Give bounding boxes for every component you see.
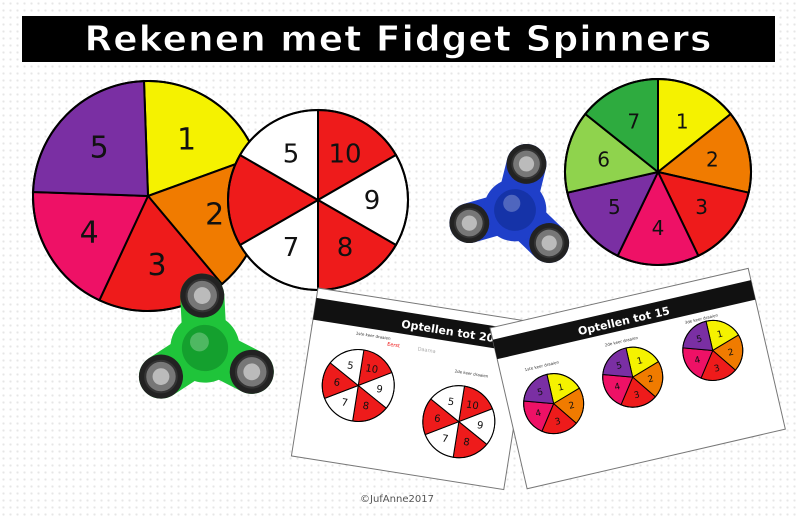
mini-wheel-ten-number: 7 [340, 397, 348, 409]
sheet-20-subtitle-a: Eerst [387, 342, 401, 350]
blue-fidget-spinner-icon [449, 143, 570, 263]
mini-wheel-five-number: 4 [694, 355, 702, 366]
mini-wheel-five-number: 5 [615, 361, 623, 372]
mini-wheel-five-number: 3 [633, 390, 641, 401]
wheel-five-number: 3 [147, 248, 166, 283]
wheel-ten-number: 8 [337, 233, 354, 263]
green-fidget-spinner-icon [138, 273, 274, 399]
wheel-seven-number: 6 [597, 148, 610, 172]
mini-wheel-ten-number: 6 [433, 413, 441, 425]
mini-wheel-ten-number: 10 [365, 363, 379, 376]
wheel-seven-number: 3 [695, 195, 708, 219]
wheel-seven-sections: 12 3 4 5 67 [564, 77, 752, 266]
wheel-ten-number: 5 [283, 139, 300, 169]
sheet-20-label-1: 1ste keer draaien [355, 331, 391, 342]
wheel-seven-number: 4 [652, 216, 665, 240]
mini-wheel-ten-number: 5 [447, 397, 455, 409]
sheet-20-wheel-2: 10 98 765 [422, 385, 496, 459]
wheel-seven-number: 7 [627, 110, 640, 134]
wheel-five-number: 2 [205, 197, 224, 232]
mini-wheel-five-number: 4 [614, 382, 622, 393]
title-banner: Rekenen met Fidget Spinners [22, 16, 775, 62]
sheet-20-subtitle-b: Daarna [417, 346, 436, 355]
mini-wheel-five-number: 1 [716, 329, 724, 340]
worksheet-optellen-tot-15: Optellen tot 15 1ste keer draaien 2de ke… [489, 267, 786, 490]
page-title: Rekenen met Fidget Spinners [84, 18, 713, 60]
mini-wheel-five-number: 5 [696, 334, 704, 345]
wheel-five-number: 5 [90, 131, 109, 166]
mini-wheel-ten-number: 6 [333, 377, 341, 389]
mini-wheel-ten-number: 7 [441, 434, 449, 446]
mini-wheel-ten-number: 9 [375, 384, 383, 396]
wheel-five-number: 4 [80, 216, 99, 251]
mini-wheel-five-number: 2 [647, 374, 655, 385]
mini-wheel-five-number: 1 [636, 356, 644, 367]
wheel-seven-number: 2 [706, 148, 719, 172]
mini-wheel-five-number: 5 [536, 387, 544, 398]
wheel-ten-number: 7 [283, 233, 300, 263]
mini-wheel-five-number: 2 [727, 348, 735, 359]
wheel-seven-number: 1 [676, 110, 689, 134]
mini-wheel-five-number: 3 [713, 364, 721, 375]
mini-wheel-ten-number: 8 [362, 401, 370, 413]
wheel-seven-number: 5 [608, 195, 621, 219]
mini-wheel-ten-number: 10 [465, 399, 479, 412]
wheel-ten-number: 9 [364, 186, 381, 216]
worksheet-optellen-tot-20: Optellen tot 20 1ste keer draaien Eerst … [290, 287, 531, 491]
sheet-20-label-2: 2de keer draaien [454, 368, 489, 378]
wheel-ten-number: 10 [328, 139, 361, 169]
mini-wheel-ten-number: 9 [476, 420, 484, 432]
wheel-five-number: 1 [177, 122, 196, 157]
mini-wheel-five-number: 2 [568, 401, 576, 412]
mini-wheel-five-number: 3 [554, 417, 562, 428]
mini-wheel-ten-number: 5 [346, 360, 354, 372]
mini-wheel-five-number: 1 [557, 383, 565, 394]
mini-wheel-ten-number: 8 [462, 437, 470, 449]
mini-wheel-five-number: 4 [535, 408, 543, 419]
sheet-20-wheel-1: 10 98 7 65 [321, 348, 395, 422]
copyright-text: ©JufAnne2017 [360, 494, 434, 505]
